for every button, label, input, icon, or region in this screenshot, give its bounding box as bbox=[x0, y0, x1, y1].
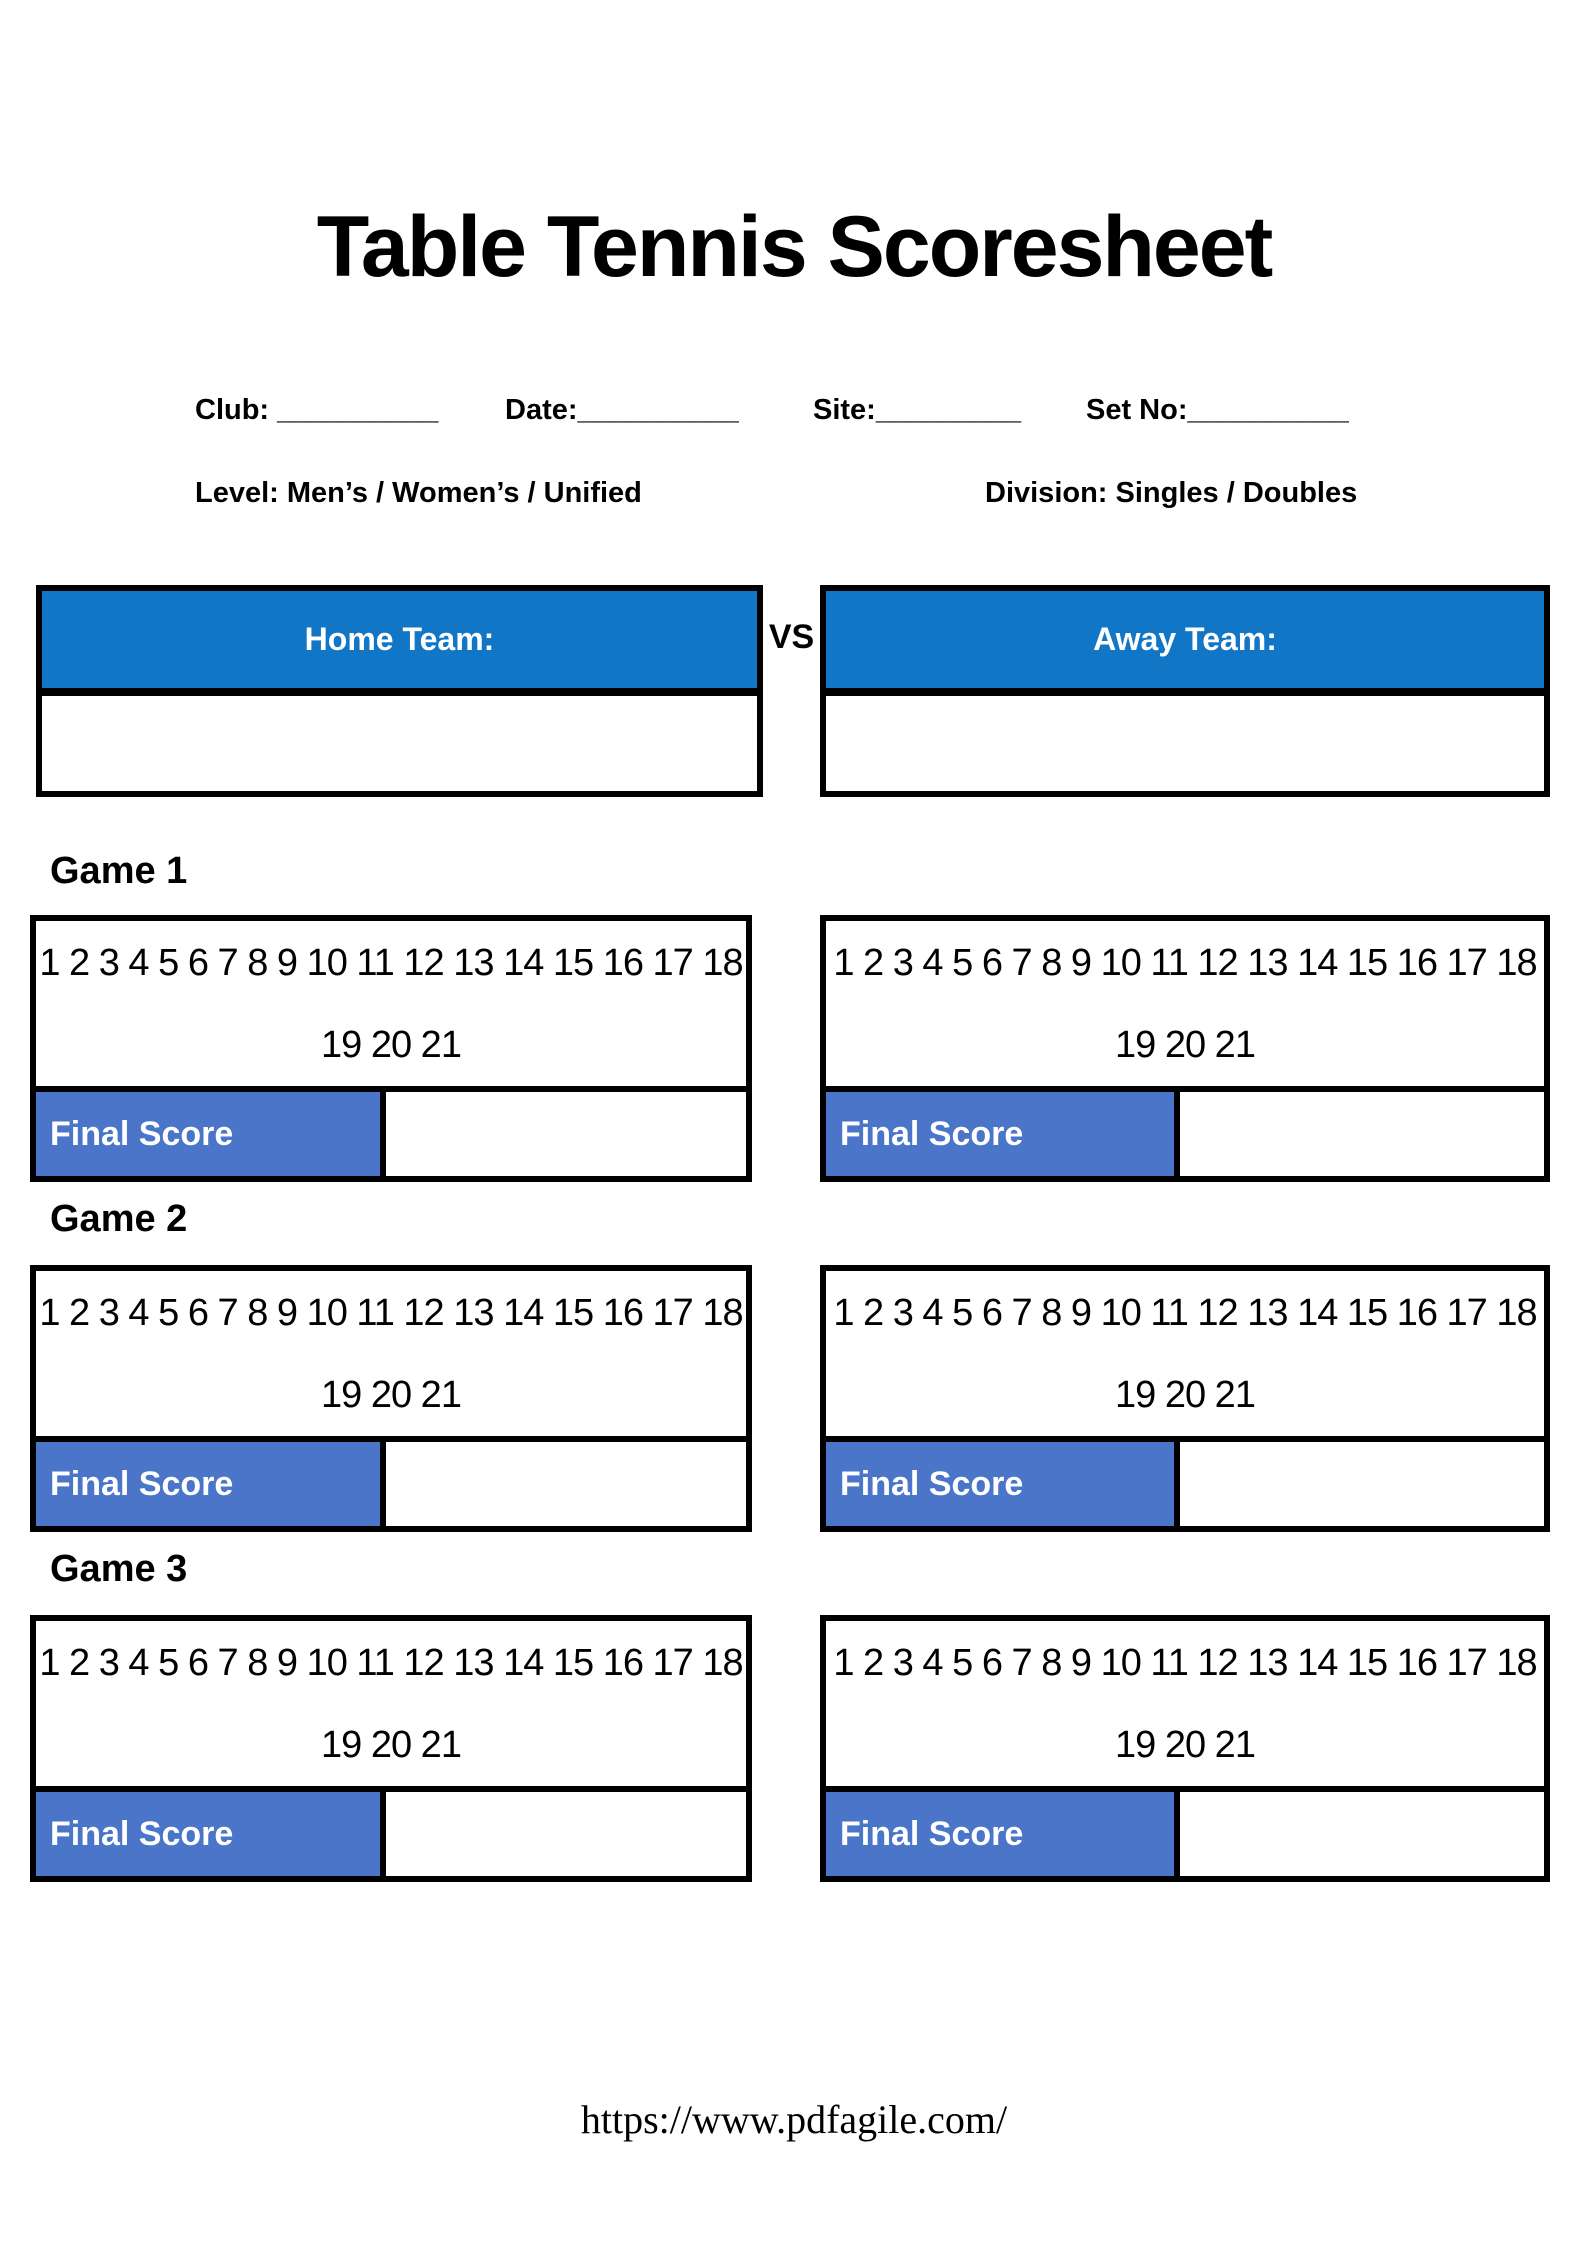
final-score-row: Final Score bbox=[826, 1086, 1544, 1176]
game-1-home-box: 1 2 3 4 5 6 7 8 9 10 11 12 13 14 15 16 1… bbox=[30, 915, 752, 1182]
points-row-1: 1 2 3 4 5 6 7 8 9 10 11 12 13 14 15 16 1… bbox=[39, 1291, 743, 1334]
page-title: Table Tennis Scoresheet bbox=[316, 199, 1273, 295]
points-rows: 1 2 3 4 5 6 7 8 9 10 11 12 13 14 15 16 1… bbox=[36, 1271, 746, 1436]
game-3-away-box: 1 2 3 4 5 6 7 8 9 10 11 12 13 14 15 16 1… bbox=[820, 1615, 1550, 1882]
final-score-label: Final Score bbox=[826, 1092, 1180, 1176]
points-row-2: 19 20 21 bbox=[1115, 1373, 1256, 1416]
final-score-label: Final Score bbox=[826, 1792, 1180, 1876]
final-score-value-cell[interactable] bbox=[1179, 1092, 1544, 1176]
points-row-2: 19 20 21 bbox=[321, 1723, 462, 1766]
set-no-field: Set No:__________ bbox=[1086, 394, 1349, 426]
points-rows: 1 2 3 4 5 6 7 8 9 10 11 12 13 14 15 16 1… bbox=[36, 921, 746, 1086]
points-row-1: 1 2 3 4 5 6 7 8 9 10 11 12 13 14 15 16 1… bbox=[39, 941, 743, 984]
away-team-header: Away Team: bbox=[826, 591, 1544, 696]
points-rows: 1 2 3 4 5 6 7 8 9 10 11 12 13 14 15 16 1… bbox=[36, 1621, 746, 1786]
game-1-heading: Game 1 bbox=[50, 850, 188, 892]
final-score-value-cell[interactable] bbox=[1179, 1792, 1544, 1876]
site-field: Site:_________ bbox=[813, 394, 1021, 426]
points-row-2: 19 20 21 bbox=[1115, 1723, 1256, 1766]
final-score-row: Final Score bbox=[36, 1086, 746, 1176]
final-score-label: Final Score bbox=[36, 1442, 387, 1526]
final-score-label: Final Score bbox=[826, 1442, 1180, 1526]
game-3-heading: Game 3 bbox=[50, 1548, 188, 1590]
vs-label: VS bbox=[768, 618, 815, 656]
final-score-value-cell[interactable] bbox=[386, 1442, 746, 1526]
points-row-1: 1 2 3 4 5 6 7 8 9 10 11 12 13 14 15 16 1… bbox=[833, 941, 1537, 984]
game-3-home-box: 1 2 3 4 5 6 7 8 9 10 11 12 13 14 15 16 1… bbox=[30, 1615, 752, 1882]
home-team-header: Home Team: bbox=[42, 591, 757, 696]
final-score-row: Final Score bbox=[36, 1436, 746, 1526]
final-score-value-cell[interactable] bbox=[1179, 1442, 1544, 1526]
home-team-box: Home Team: bbox=[36, 585, 763, 797]
final-score-label: Final Score bbox=[36, 1092, 387, 1176]
final-score-value-cell[interactable] bbox=[386, 1792, 746, 1876]
points-row-1: 1 2 3 4 5 6 7 8 9 10 11 12 13 14 15 16 1… bbox=[39, 1641, 743, 1684]
points-row-2: 19 20 21 bbox=[321, 1373, 462, 1416]
club-field: Club: __________ bbox=[195, 394, 439, 426]
points-rows: 1 2 3 4 5 6 7 8 9 10 11 12 13 14 15 16 1… bbox=[826, 1271, 1544, 1436]
game-1-away-box: 1 2 3 4 5 6 7 8 9 10 11 12 13 14 15 16 1… bbox=[820, 915, 1550, 1182]
away-team-name-cell[interactable] bbox=[826, 696, 1544, 791]
points-row-2: 19 20 21 bbox=[1115, 1023, 1256, 1066]
points-row-2: 19 20 21 bbox=[321, 1023, 462, 1066]
points-row-1: 1 2 3 4 5 6 7 8 9 10 11 12 13 14 15 16 1… bbox=[833, 1291, 1537, 1334]
game-2-heading: Game 2 bbox=[50, 1198, 188, 1240]
division-label: Division: Singles / Doubles bbox=[985, 477, 1358, 509]
date-field: Date:__________ bbox=[505, 394, 739, 426]
final-score-row: Final Score bbox=[826, 1436, 1544, 1526]
away-team-box: Away Team: bbox=[820, 585, 1550, 797]
final-score-label: Final Score bbox=[36, 1792, 387, 1876]
final-score-row: Final Score bbox=[826, 1786, 1544, 1876]
level-label: Level: Men’s / Women’s / Unified bbox=[195, 477, 642, 509]
game-2-away-box: 1 2 3 4 5 6 7 8 9 10 11 12 13 14 15 16 1… bbox=[820, 1265, 1550, 1532]
points-rows: 1 2 3 4 5 6 7 8 9 10 11 12 13 14 15 16 1… bbox=[826, 921, 1544, 1086]
points-row-1: 1 2 3 4 5 6 7 8 9 10 11 12 13 14 15 16 1… bbox=[833, 1641, 1537, 1684]
final-score-row: Final Score bbox=[36, 1786, 746, 1876]
game-2-home-box: 1 2 3 4 5 6 7 8 9 10 11 12 13 14 15 16 1… bbox=[30, 1265, 752, 1532]
points-rows: 1 2 3 4 5 6 7 8 9 10 11 12 13 14 15 16 1… bbox=[826, 1621, 1544, 1786]
final-score-value-cell[interactable] bbox=[386, 1092, 746, 1176]
home-team-name-cell[interactable] bbox=[42, 696, 757, 791]
footer-url: https://www.pdfagile.com/ bbox=[580, 2097, 1008, 2142]
